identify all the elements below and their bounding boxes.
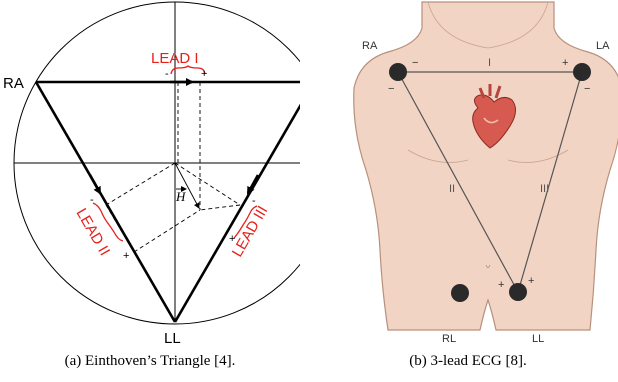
lead-ii-arrow [90,175,100,193]
label-ra: RA [362,40,378,52]
lead-ii-label: LEAD II [73,206,114,259]
lead-i-minus: - [165,68,169,80]
vertex-ll: LL [164,330,181,347]
lead-iii-numeral: III [540,183,549,195]
lead-ii-plus: + [123,250,129,262]
lead-i-label: LEAD I [151,50,199,67]
lead-iii-minus: - [252,195,256,207]
lead-ii-group: LEAD II [73,206,114,259]
label-rl: RL [442,333,456,345]
electrode-ll [509,283,527,301]
lead-i-brace [171,66,205,74]
caption-b: (b) 3-lead ECG [8]. [318,353,618,370]
three-lead-ecg-figure: RA LA RL LL I II III − − + − + + (b) 3-l… [318,0,618,382]
sign-ra-minus-2: − [388,83,394,95]
einthoven-diagram: H RA LA LL LEAD I - + LEAD II - + LEAD I… [0,0,300,350]
sign-la-plus: + [562,57,568,69]
electrode-rl [451,284,469,302]
vector-label: H [175,189,186,204]
lead-iii-arrow [248,175,258,193]
label-la: LA [596,40,610,52]
sign-ra-minus-1: − [412,57,418,69]
vertex-ra: RA [3,75,24,92]
sign-ll-plus-1: + [498,279,504,291]
lead-i-plus: + [201,68,207,80]
projection-lines [106,82,240,252]
sign-la-minus: − [584,83,590,95]
lead-ii-minus: - [90,194,94,206]
caption-a: (a) Einthoven’s Triangle [4]. [0,353,300,370]
lead-ii-numeral: II [449,183,455,195]
lead-i-numeral: I [488,57,491,69]
lead-iii-plus: + [229,233,235,245]
label-ll: LL [532,333,544,345]
torso [354,2,618,330]
electrode-la [573,63,591,81]
triangle [36,82,300,322]
sign-ll-plus-2: + [528,275,534,287]
einthoven-triangle-figure: H RA LA LL LEAD I - + LEAD II - + LEAD I… [0,0,300,382]
electrode-ra [389,63,407,81]
torso-diagram: RA LA RL LL I II III − − + − + + [318,0,618,350]
